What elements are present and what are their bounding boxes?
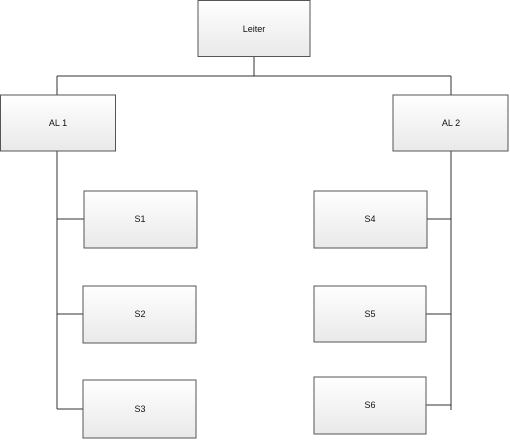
node-staff-s1: S1: [83, 190, 198, 249]
node-s4-label: S4: [364, 214, 375, 224]
connectors: [56, 57, 452, 410]
node-s1-label: S1: [134, 214, 145, 224]
node-s5-label: S5: [364, 309, 375, 319]
node-s4-box: [313, 190, 428, 249]
node-al2-box: [392, 94, 509, 152]
node-s5-box: [313, 285, 427, 343]
node-root: Leiter: [197, 0, 311, 57]
node-s6-label: S6: [364, 400, 375, 410]
node-staff-s6: S6: [313, 376, 427, 435]
node-al1-label: AL 1: [49, 118, 67, 128]
node-root-label: Leiter: [243, 24, 266, 34]
node-al2-label: AL 2: [442, 118, 460, 128]
node-staff-s4: S4: [313, 190, 428, 249]
node-al1-box: [0, 94, 116, 152]
node-staff-s5: S5: [313, 285, 427, 343]
node-staff-s3: S3: [82, 379, 197, 439]
node-manager-al2: AL 2: [392, 94, 509, 152]
node-s1-box: [83, 190, 198, 249]
node-manager-al1: AL 1: [0, 94, 116, 152]
node-staff-s2: S2: [82, 285, 197, 344]
node-s2-label: S2: [134, 309, 145, 319]
node-s2-box: [82, 285, 197, 344]
node-s3-box: [82, 379, 197, 439]
node-s3-label: S3: [134, 404, 145, 414]
node-root-box: [197, 0, 311, 57]
node-s6-box: [313, 376, 427, 435]
